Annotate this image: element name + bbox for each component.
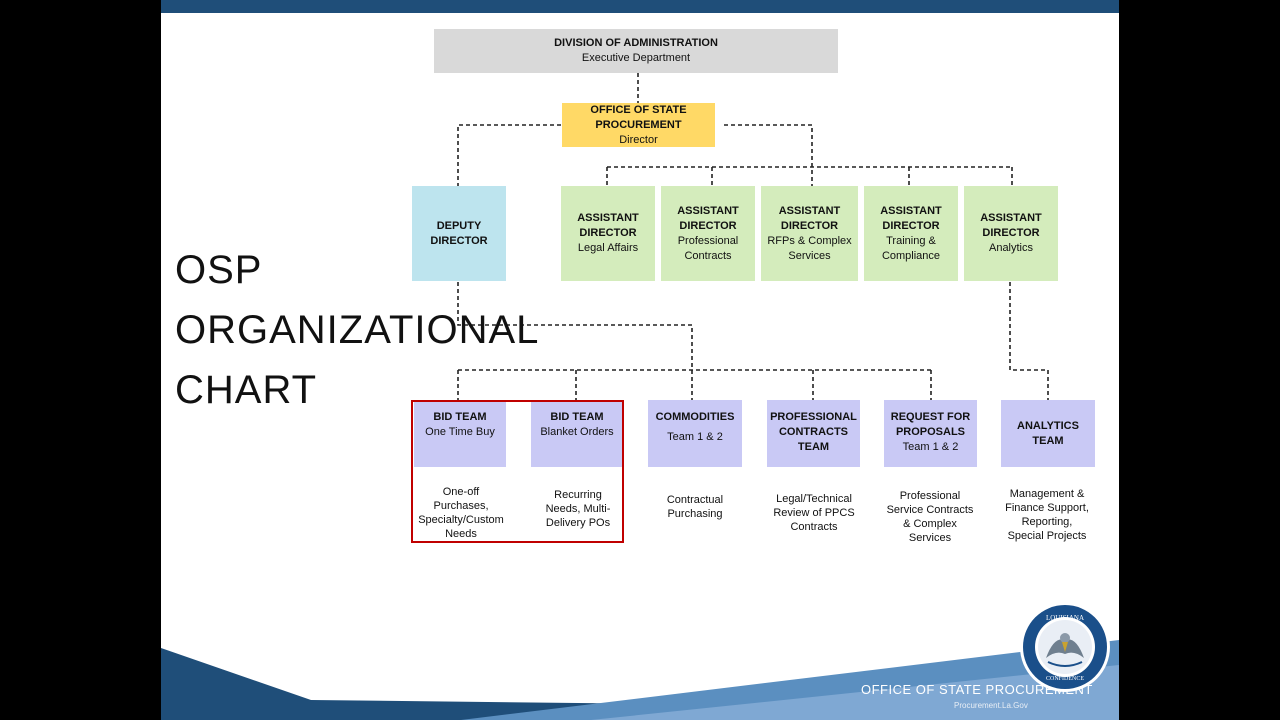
commodities-description: Contractual Purchasing	[645, 493, 745, 521]
assistant-area: RFPs & Complex	[767, 234, 852, 247]
assistant-label: ASSISTANT	[577, 212, 639, 224]
description-line: Legal/Technical	[776, 493, 852, 505]
footer-url: Procurement.La.Gov	[954, 701, 1028, 710]
team-name: BID TEAM	[433, 411, 487, 423]
director-label: DIRECTOR	[679, 219, 737, 232]
assistant-director-analytics-box: ASSISTANT DIRECTOR Analytics	[964, 186, 1058, 281]
professional-contracts-team-box: PROFESSIONAL CONTRACTS TEAM	[767, 400, 860, 467]
svg-text:LOUISIANA: LOUISIANA	[1046, 614, 1084, 622]
assistant-label: ASSISTANT	[778, 204, 841, 217]
team-subtitle: Team 1 & 2	[902, 441, 959, 453]
assistant-area: Professional	[677, 234, 739, 247]
team-name: ANALYTICS TEAM	[1017, 419, 1079, 447]
team-name: REQUEST FOR	[890, 411, 971, 423]
assistant-area-line-2: Contracts	[684, 249, 732, 262]
bid-team-one-time-buy-box: BID TEAM One Time Buy	[414, 400, 506, 467]
assistant-area: Analytics	[988, 242, 1034, 254]
director-label: DIRECTOR	[780, 219, 839, 232]
description-line: Needs, Multi-	[545, 503, 611, 515]
assistant-director-legal-affairs-box: ASSISTANT DIRECTOR Legal Affairs	[561, 186, 655, 281]
bid-team-one-time-buy-description: One-off Purchases, Specialty/Custom Need…	[411, 485, 511, 541]
slide-title-line-2: ORGANIZATIONAL	[175, 308, 540, 352]
team-subtitle: Blanket Orders	[540, 426, 614, 438]
assistant-director-professional-contracts-box: ASSISTANT DIRECTOR Professional Contract…	[661, 186, 755, 281]
team-subtitle: Team 1 & 2	[667, 431, 723, 443]
slide-title-line-3: CHART	[175, 368, 318, 412]
team-name-line-2: CONTRACTS TEAM	[778, 426, 849, 453]
description-line: Special Projects	[1007, 530, 1087, 542]
request-for-proposals-description: Professional Service Contracts & Complex…	[878, 489, 982, 545]
description-line: Reporting,	[1021, 516, 1073, 528]
team-subtitle: One Time Buy	[425, 426, 495, 438]
description-line: Purchases,	[433, 500, 489, 512]
connector-osp-assistants	[724, 124, 813, 186]
request-for-proposals-team-box: REQUEST FOR PROPOSALS Team 1 & 2	[884, 400, 977, 467]
description-line: Specialty/Custom	[418, 514, 504, 526]
header-bar	[161, 0, 1119, 13]
division-of-administration-box: DIVISION OF ADMINISTRATION Executive Dep…	[434, 29, 838, 73]
slide: DIVISION OF ADMINISTRATION Executive Dep…	[161, 0, 1119, 720]
director-label: DIRECTOR	[579, 227, 637, 239]
analytics-team-description: Management & Finance Support, Reporting,…	[994, 487, 1100, 543]
bid-team-blanket-orders-description: Recurring Needs, Multi- Delivery POs	[528, 488, 628, 530]
professional-contracts-description: Legal/Technical Review of PPCS Contracts	[762, 492, 866, 534]
doa-subtitle: Executive Department	[581, 52, 691, 64]
connector-deputy-teams	[457, 282, 693, 370]
description-line: Services	[908, 532, 952, 544]
team-name: PROFESSIONAL	[770, 411, 857, 423]
description-line: Contractual	[666, 494, 724, 506]
analytics-team-box: ANALYTICS TEAM	[1001, 400, 1095, 467]
team-name: COMMODITIES	[655, 411, 735, 423]
osp-title: OFFICE OF STATE PROCUREMENT	[590, 103, 687, 131]
description-line: Contracts	[790, 521, 838, 533]
assistant-label: ASSISTANT	[880, 204, 942, 217]
commodities-team-box: COMMODITIES Team 1 & 2	[648, 400, 742, 467]
connector-osp-deputy	[457, 124, 561, 186]
director-label: DIRECTOR	[882, 219, 940, 232]
assistant-area-line-2: Services	[788, 249, 831, 262]
assistant-area-line-2: Compliance	[881, 249, 941, 262]
office-of-state-procurement-box: OFFICE OF STATE PROCUREMENT Director	[562, 103, 715, 147]
description-line: One-off	[442, 486, 480, 498]
footer-waves	[161, 640, 1119, 720]
assistant-label: ASSISTANT	[980, 212, 1042, 224]
osp-subtitle: Director	[619, 133, 658, 146]
description-line: Delivery POs	[545, 517, 611, 529]
slide-title: OSP ORGANIZATIONAL CHART	[175, 240, 539, 420]
deputy-director-box: DEPUTY DIRECTOR	[412, 186, 506, 281]
assistant-label: ASSISTANT	[677, 204, 739, 217]
description-line: Finance Support,	[1005, 502, 1089, 514]
bid-teams-highlight-frame	[411, 400, 624, 543]
description-line: Recurring	[554, 489, 602, 501]
connector-lines	[457, 73, 1049, 400]
footer-brand: OFFICE OF STATE PROCUREMENT	[861, 682, 1093, 697]
doa-title: DIVISION OF ADMINISTRATION	[554, 37, 718, 49]
description-line: Review of PPCS	[773, 507, 855, 519]
assistant-area: Training &	[886, 234, 936, 247]
connector-analytics	[1009, 282, 1049, 400]
assistant-director-training-box: ASSISTANT DIRECTOR Training & Compliance	[864, 186, 958, 281]
director-label: DIRECTOR	[982, 227, 1040, 239]
description-line: Purchasing	[667, 508, 723, 520]
description-line: Service Contracts	[886, 504, 974, 516]
description-line: & Complex	[903, 518, 957, 530]
deputy-line-2: DIRECTOR	[430, 234, 488, 247]
state-seal-icon: LOUISIANA CONFIDENCE	[1020, 602, 1110, 692]
description-line: Professional	[899, 490, 961, 502]
description-line: Needs	[445, 528, 477, 540]
team-name: BID TEAM	[550, 411, 604, 423]
assistant-director-rfps-box: ASSISTANT DIRECTOR RFPs & Complex Servic…	[761, 186, 858, 281]
deputy-line-1: DEPUTY	[436, 219, 482, 232]
assistant-area: Legal Affairs	[577, 242, 639, 254]
footer-light-wave	[591, 665, 1119, 720]
team-name-line-2: PROPOSALS	[895, 426, 966, 438]
bid-team-blanket-orders-box: BID TEAM Blanket Orders	[531, 400, 623, 467]
slide-title-line-1: OSP	[175, 248, 263, 292]
svg-text:CONFIDENCE: CONFIDENCE	[1046, 676, 1084, 682]
description-line: Management &	[1009, 488, 1085, 500]
